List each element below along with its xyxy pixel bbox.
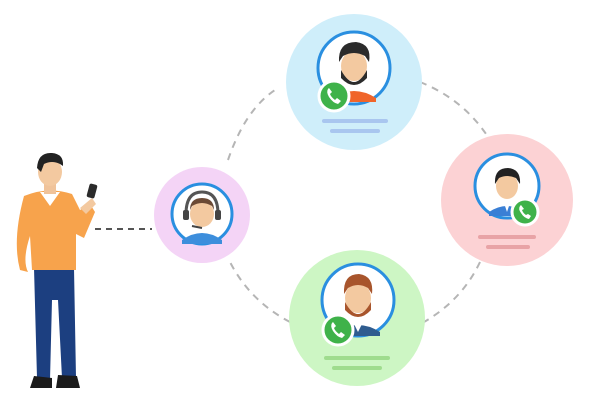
phone-call-icon xyxy=(321,313,355,347)
phone-call-icon xyxy=(510,197,540,227)
phone-call-icon xyxy=(317,79,351,113)
hub-node xyxy=(154,167,250,263)
contact-text-line-1 xyxy=(324,356,390,360)
contact-text-line-2 xyxy=(330,129,380,133)
contact-text-line-1 xyxy=(322,119,388,123)
contact-text-line-2 xyxy=(486,245,530,249)
contact-node-top xyxy=(286,14,422,150)
contact-text-line-1 xyxy=(478,235,536,239)
ring-arc-top-right xyxy=(419,81,491,141)
ring-arc-right-bottom xyxy=(423,261,481,323)
contact-text-line-2 xyxy=(332,366,382,370)
ring-arc-hub-top xyxy=(227,89,276,161)
red-bearded-man-avatar xyxy=(336,274,380,336)
contact-node-right xyxy=(441,134,573,266)
ring-arc-bottom-hub xyxy=(227,257,291,323)
phone-icon xyxy=(86,183,98,199)
connection-lines xyxy=(95,81,491,323)
contact-node-bottom xyxy=(289,250,425,386)
caller-person xyxy=(16,152,96,388)
headset-icon xyxy=(182,190,222,244)
